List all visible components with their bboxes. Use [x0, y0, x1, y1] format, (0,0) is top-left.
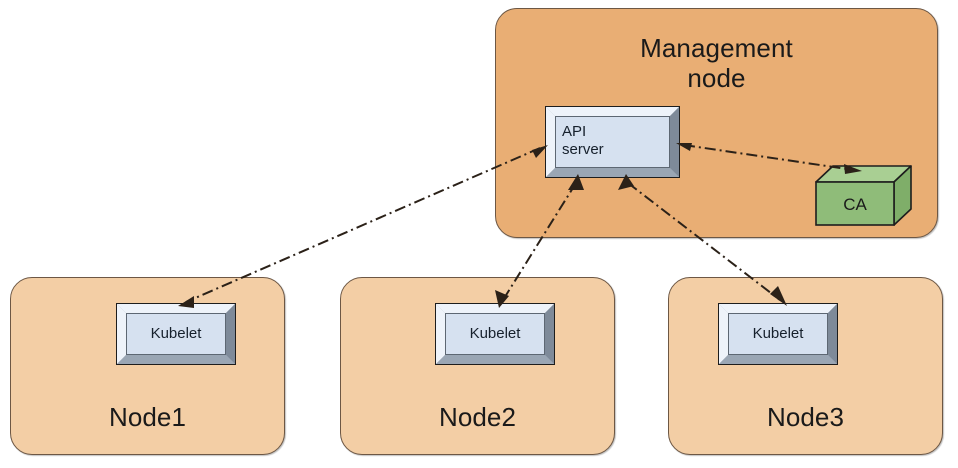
- node2-label: Node2: [438, 402, 517, 432]
- node3-label: Node3: [766, 402, 845, 432]
- kubelet2-box: Kubelet: [435, 303, 555, 365]
- api-server-label: API server: [562, 123, 604, 158]
- ca-box: CA: [815, 165, 912, 227]
- kubelet2-inner-panel: [445, 313, 545, 355]
- kubelet1-box: Kubelet: [116, 303, 236, 365]
- management-node-label: Management node: [640, 33, 793, 93]
- node1-label: Node1: [108, 402, 187, 432]
- kubelet3-box: Kubelet: [718, 303, 838, 365]
- kubelet2-label: Kubelet: [469, 325, 521, 342]
- api-server-inner-panel: [555, 116, 670, 168]
- kubelet3-label: Kubelet: [752, 325, 804, 342]
- kubelet3-inner-panel: [728, 313, 828, 355]
- ca-label: CA: [843, 195, 867, 214]
- api-server-box: API server: [545, 106, 680, 178]
- kubelet1-label: Kubelet: [150, 325, 202, 342]
- kubelet1-inner-panel: [126, 313, 226, 355]
